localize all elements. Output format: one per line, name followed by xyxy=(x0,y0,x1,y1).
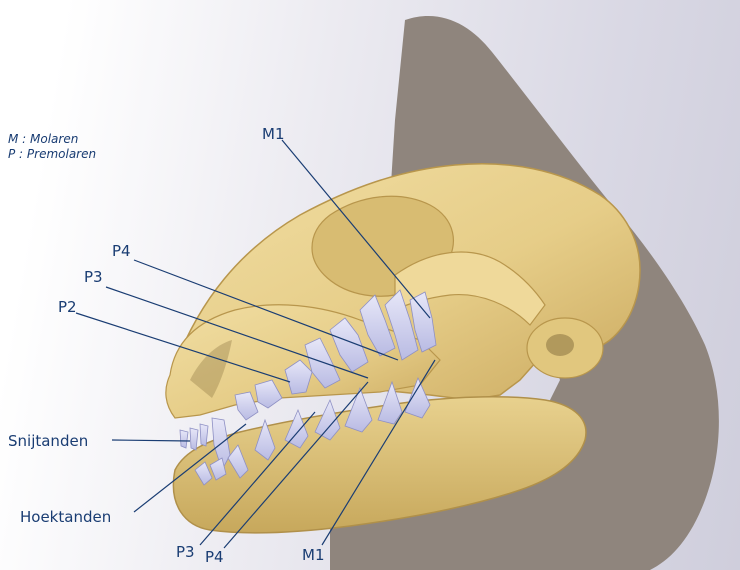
label-m1-top: M1 xyxy=(262,125,285,143)
abbreviation-legend: M : Molaren P : Premolaren xyxy=(8,132,96,162)
label-snijtanden: Snijtanden xyxy=(8,432,88,450)
legend-molar: M : Molaren xyxy=(8,132,96,147)
legend-premolar: P : Premolaren xyxy=(8,147,96,162)
leader-snijtanden xyxy=(112,440,190,441)
label-p4-top: P4 xyxy=(112,242,131,260)
label-hoektanden: Hoektanden xyxy=(20,508,111,526)
label-p2-top: P2 xyxy=(58,298,77,316)
label-p3-top: P3 xyxy=(84,268,103,286)
label-m1-bottom: M1 xyxy=(302,546,325,564)
label-p3-bottom: P3 xyxy=(176,543,195,561)
label-p4-bottom: P4 xyxy=(205,548,224,566)
